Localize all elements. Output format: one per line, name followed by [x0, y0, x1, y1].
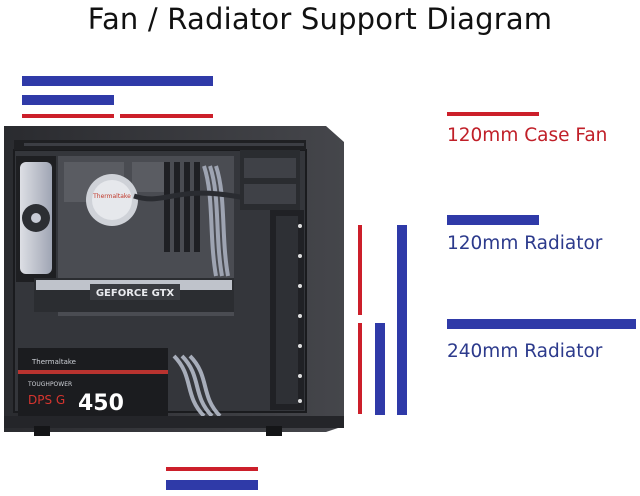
legend-fan-label: 120mm Case Fan	[447, 125, 608, 146]
ram-modules	[164, 162, 200, 252]
psu-model: DPS G	[28, 393, 65, 407]
cpu-water-block: Thermaltake	[86, 174, 138, 226]
top-radiator-120-bar	[22, 95, 114, 105]
rear-fan	[16, 156, 56, 282]
front-radiator-120-bar	[375, 323, 385, 415]
legend-fan-swatch	[447, 112, 539, 116]
legend-radiator-240-label: 240mm Radiator	[447, 341, 603, 362]
legend-radiator-120-label: 120mm Radiator	[447, 233, 603, 254]
psu-cables	[172, 354, 222, 418]
cpu-block-brand: Thermaltake	[92, 193, 131, 200]
top-fan-bar-left	[22, 114, 114, 118]
front-radiator	[270, 210, 304, 410]
graphics-card: GEFORCE GTX	[34, 278, 234, 312]
front-radiator-240-bar	[397, 225, 407, 415]
diagram-title: Fan / Radiator Support Diagram	[87, 2, 553, 36]
coolant-tube	[133, 190, 295, 209]
top-fan-bar-right	[120, 114, 213, 118]
case-foot-right	[266, 426, 282, 436]
power-supply: Thermaltake TOUGHPOWER DPS G 450	[18, 348, 168, 420]
case-foot-left	[34, 426, 50, 436]
psu-series: TOUGHPOWER	[27, 381, 72, 388]
psu-brand: Thermaltake	[31, 358, 76, 366]
pc-case-illustration: Thermaltake GEFORCE GTX	[4, 126, 344, 436]
top-radiator-240-bar	[22, 76, 213, 86]
bottom-fan-bar	[166, 467, 258, 471]
psu-wattage: 450	[78, 391, 124, 416]
bottom-panel	[4, 416, 344, 428]
front-fan-bar-upper	[358, 225, 362, 315]
front-fan-bar-lower	[358, 323, 362, 414]
legend-radiator-240-swatch	[447, 319, 636, 329]
bottom-radiator-bar	[166, 480, 258, 490]
gpu-label: GEFORCE GTX	[96, 288, 175, 299]
legend-radiator-120-swatch	[447, 215, 539, 225]
cable-bundle	[202, 165, 230, 277]
